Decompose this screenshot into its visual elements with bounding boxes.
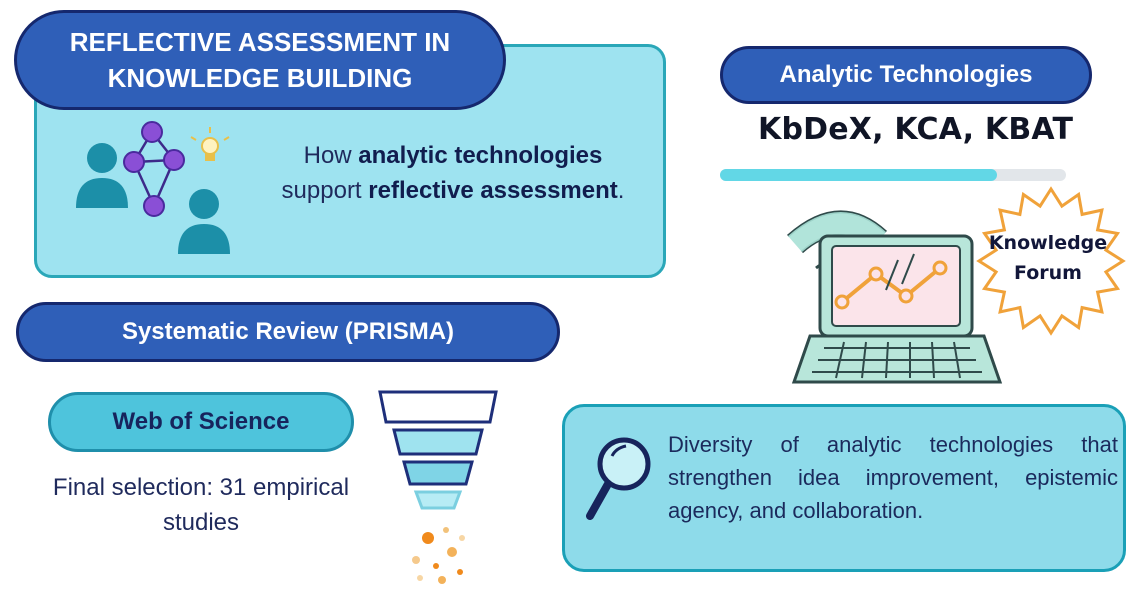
intro-text-3: . bbox=[617, 177, 625, 204]
web-of-science-pill: Web of Science bbox=[48, 392, 354, 452]
page-title: REFLECTIVE ASSESSMENT IN KNOWLEDGE BUILD… bbox=[69, 27, 451, 93]
technology-list: KbDeX, KCA, KBAT bbox=[758, 112, 1074, 147]
findings-text: Diversity of analytic technologies that … bbox=[668, 432, 1118, 523]
magnifier-icon bbox=[586, 437, 651, 520]
knowledge-forum-label: Knowledge Forum bbox=[988, 232, 1108, 284]
intro-text-2: support bbox=[281, 177, 369, 204]
final-selection-text: Final selection: 31 empirical studies bbox=[52, 474, 350, 536]
intro-question: How analytic technologies support reflec… bbox=[268, 138, 638, 208]
funnel-icon bbox=[378, 390, 498, 584]
title-pill: REFLECTIVE ASSESSMENT IN KNOWLEDGE BUILD… bbox=[14, 10, 506, 110]
systematic-review-label: Systematic Review (PRISMA) bbox=[121, 318, 455, 345]
analytic-technologies-pill: Analytic Technologies bbox=[720, 46, 1092, 104]
knowledge-forum-badge bbox=[976, 186, 1126, 336]
laptop-analytics-icon bbox=[787, 210, 1003, 384]
progress-bar bbox=[720, 169, 1066, 181]
intro-text-1: How bbox=[303, 142, 359, 169]
intro-highlight-1: analytic technologies bbox=[358, 142, 603, 169]
systematic-review-pill: Systematic Review (PRISMA) bbox=[16, 302, 560, 362]
analytic-technologies-label: Analytic Technologies bbox=[779, 61, 1033, 88]
intro-highlight-2: reflective assessment bbox=[368, 177, 618, 204]
people-network-icon bbox=[76, 121, 230, 254]
progress-bar-fill bbox=[720, 169, 997, 181]
findings-panel bbox=[562, 404, 1126, 572]
web-of-science-label: Web of Science bbox=[112, 408, 290, 435]
